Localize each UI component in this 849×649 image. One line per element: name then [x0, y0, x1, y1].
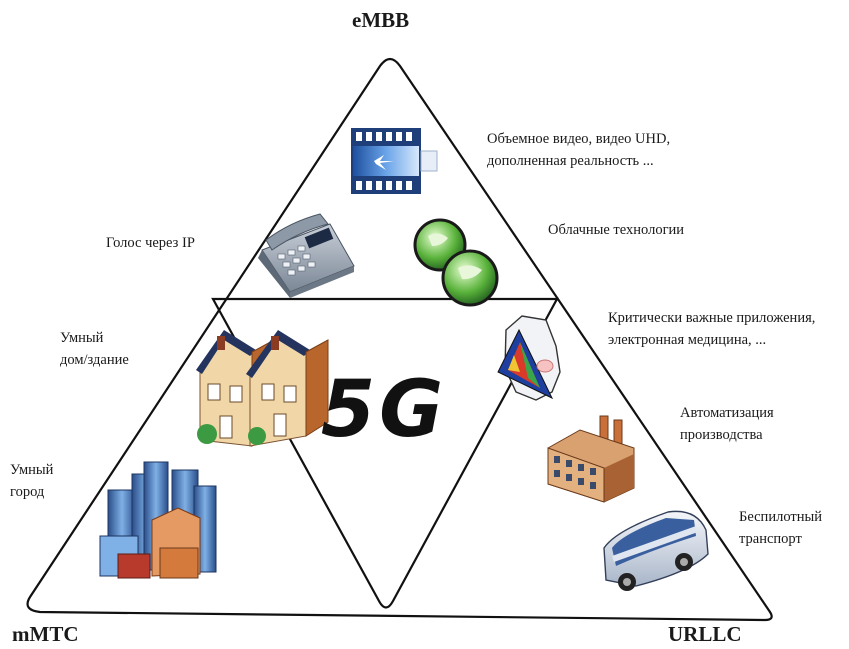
label-automation: Автоматизация производства: [680, 402, 774, 446]
corner-label-embb: eMBB: [352, 8, 410, 32]
label-critical-line2: электронная медицина, ...: [608, 332, 767, 348]
label-automation-line1: Автоматизация: [680, 405, 774, 421]
bus-icon: [603, 510, 709, 591]
video-film-icon: [351, 128, 438, 194]
city-buildings-icon: [99, 461, 217, 579]
label-smart-home-line2: дом/здание: [60, 352, 129, 368]
corner-label-mmtc: mMTC: [12, 622, 79, 646]
label-autonomous-line1: Беспилотный: [739, 509, 822, 525]
label-critical-line1: Критически важные приложения,: [608, 310, 816, 326]
medical-chart-icon: [497, 315, 561, 401]
label-video: Объемное видео, видео UHD, дополненная р…: [487, 128, 670, 172]
label-video-line1: Объемное видео, видео UHD,: [487, 131, 671, 147]
label-autonomous-line2: транспорт: [739, 531, 802, 547]
corner-label-urllc: URLLC: [668, 622, 742, 646]
label-voip: Голос через IP: [106, 235, 195, 251]
label-cloud: Облачные технологии: [548, 222, 685, 238]
label-automation-line2: производства: [680, 427, 763, 443]
label-autonomous: Беспилотный транспорт: [739, 506, 822, 550]
label-smart-city-line2: город: [10, 484, 45, 500]
label-smart-city-line1: Умный: [10, 462, 54, 478]
factory-icon: [547, 415, 635, 503]
label-smart-city: Умный город: [10, 459, 53, 503]
desk-phone-icon: [258, 213, 355, 298]
cloud-globes-icon: [413, 218, 499, 307]
inner-triangle: [211, 297, 559, 609]
label-smart-home: Умный дом/здание: [60, 327, 129, 371]
outer-triangle: [26, 57, 773, 622]
label-critical: Критически важные приложения, электронна…: [608, 307, 815, 351]
label-video-line2: дополненная реальность ...: [487, 153, 654, 169]
houses-icon: [196, 330, 329, 447]
center-5g-label: 5G: [321, 365, 447, 455]
label-smart-home-line1: Умный: [60, 330, 104, 346]
